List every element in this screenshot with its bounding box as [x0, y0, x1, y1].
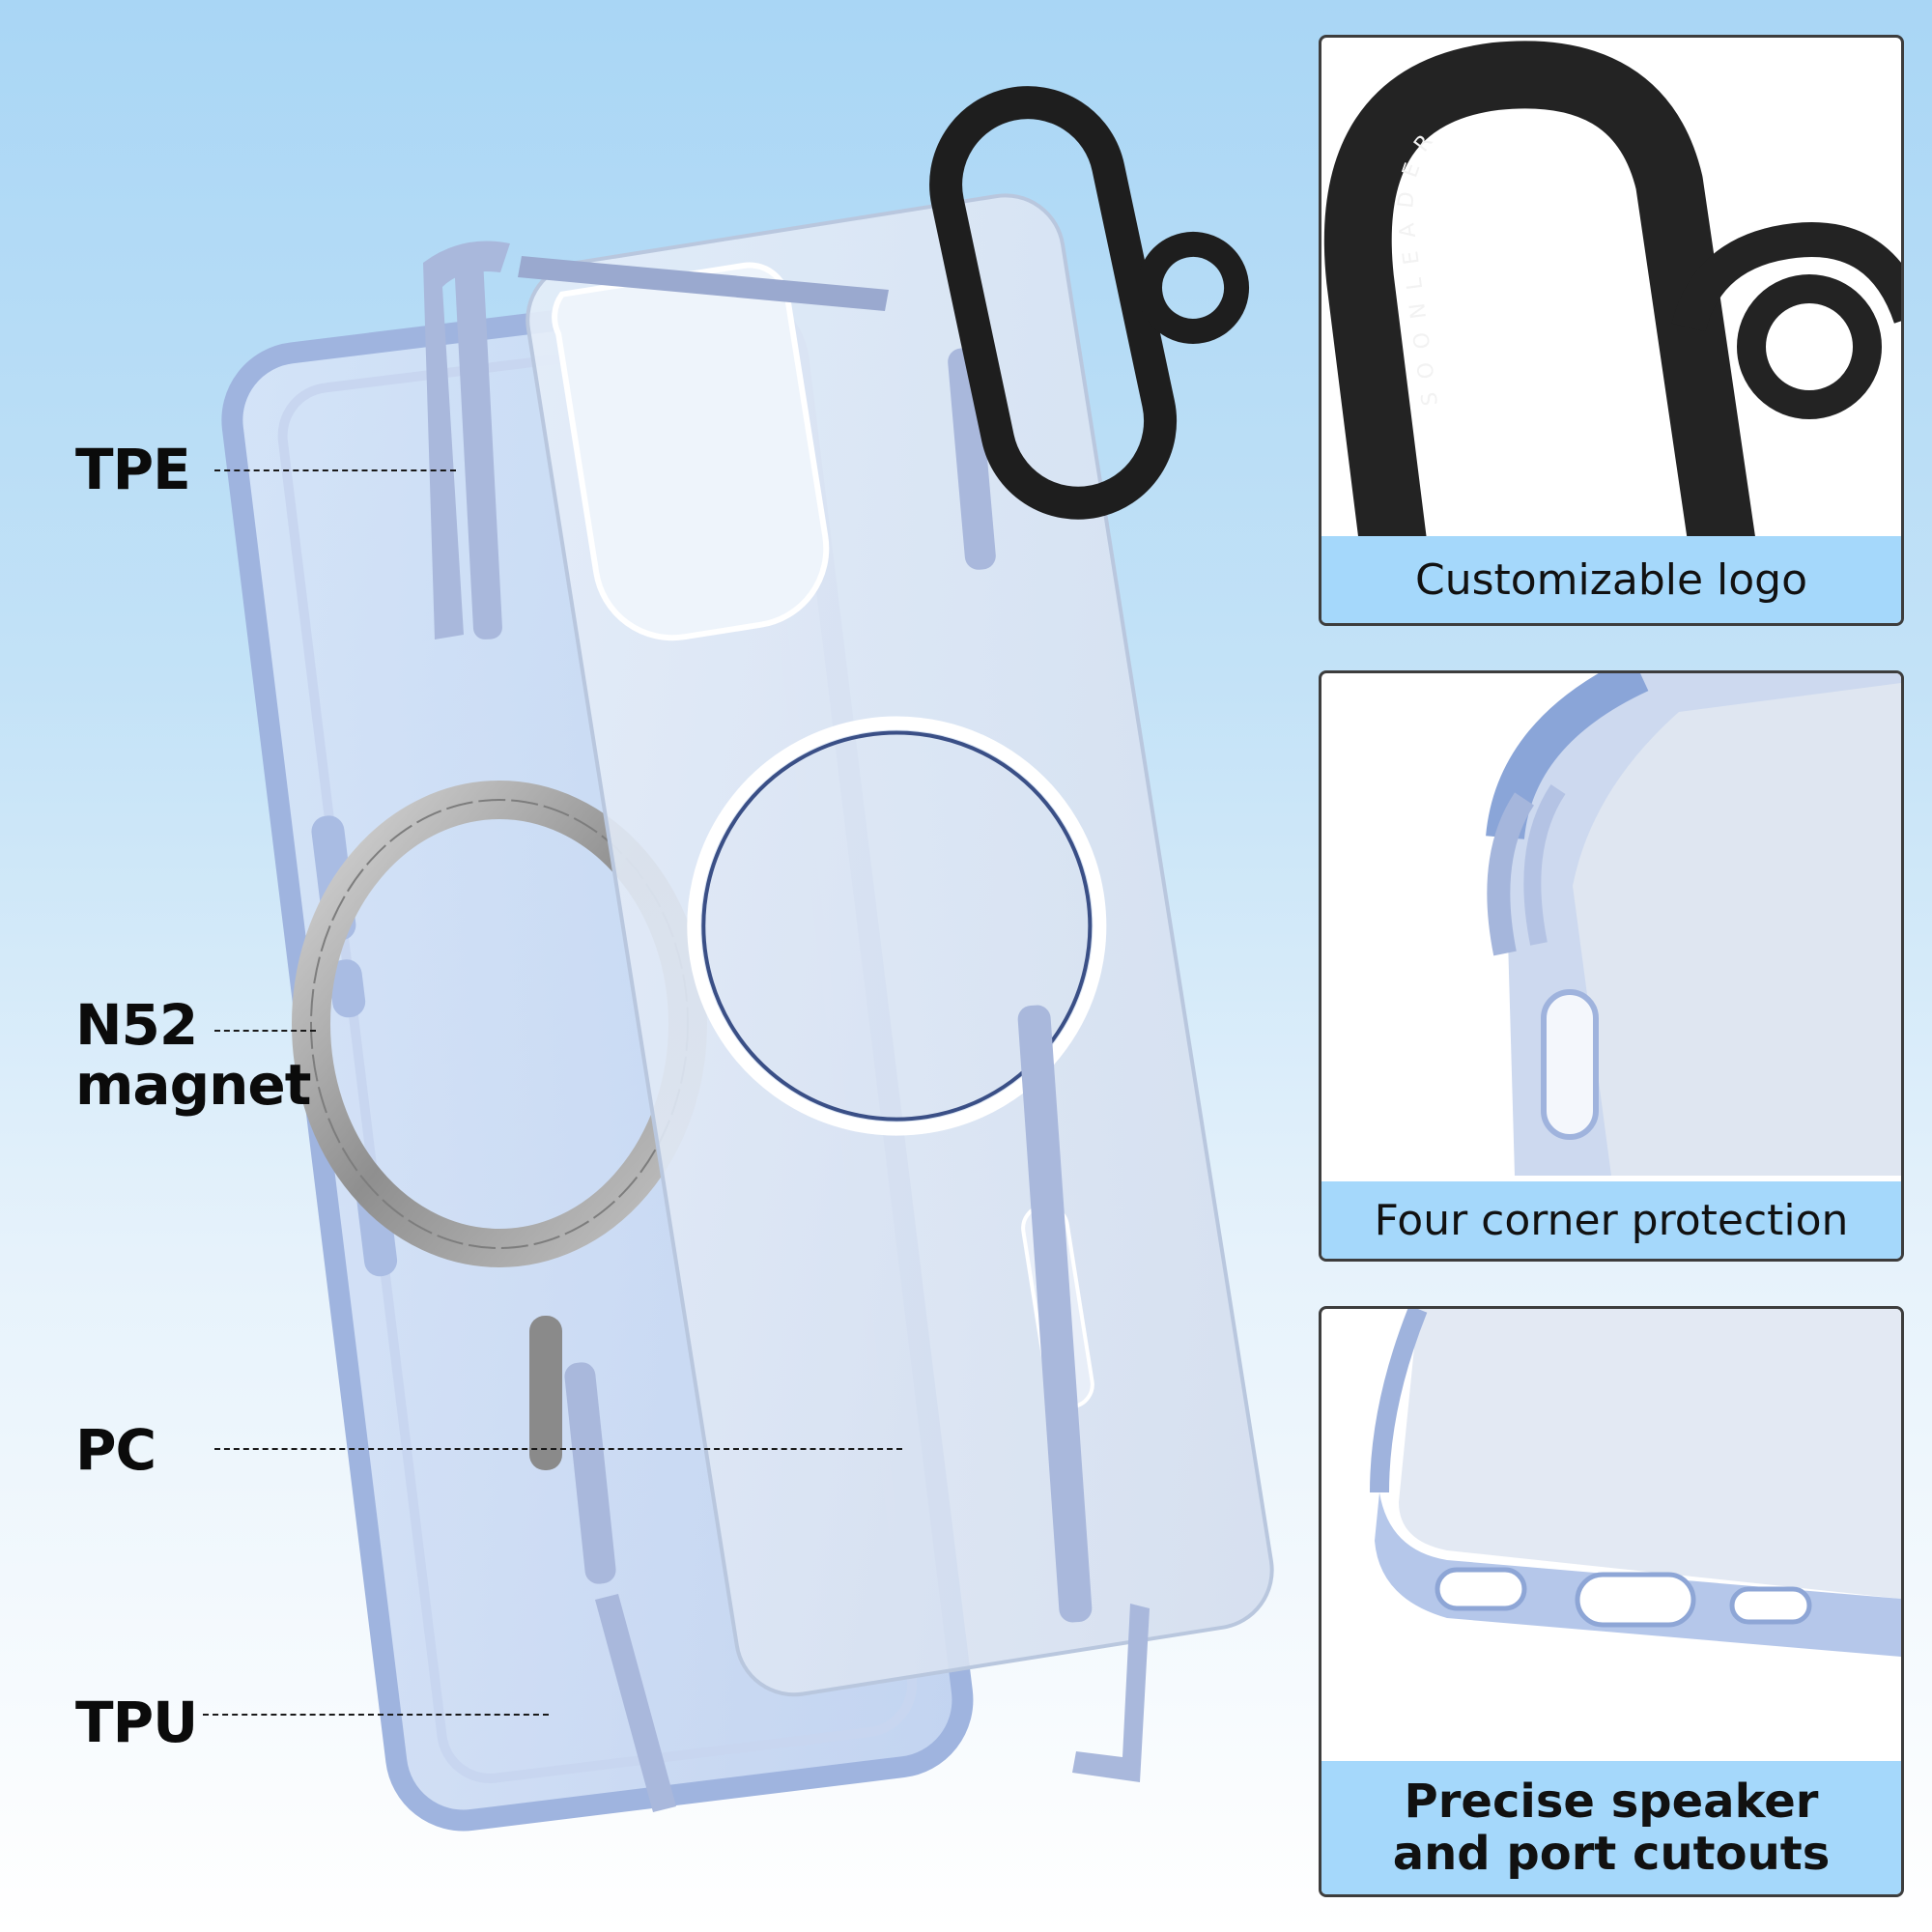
caption-speaker-port-cutouts: Precise speaker and port cutouts [1321, 1761, 1901, 1894]
lens-ring [929, 86, 1250, 520]
caption-speaker-line1: Precise speaker [1404, 1775, 1819, 1829]
leader-n52 [214, 1030, 316, 1032]
label-n52-magnet: N52 magnet [75, 992, 311, 1118]
pc-back-plate [526, 193, 1274, 1697]
corner-closeup [1486, 673, 1901, 1176]
leader-pc [214, 1448, 902, 1450]
leader-tpe [214, 469, 456, 471]
port-closeup [1370, 1309, 1901, 1657]
label-n52-line1: N52 [75, 992, 198, 1058]
panel-speaker-port-cutouts: Precise speaker and port cutouts [1319, 1306, 1904, 1897]
exploded-case-illustration [221, 86, 1274, 1832]
tpe-strips [423, 241, 1150, 1812]
caption-customizable-logo: Customizable logo [1321, 536, 1901, 623]
caption-four-corner-protection: Four corner protection [1321, 1181, 1901, 1259]
leader-tpu [203, 1714, 549, 1716]
label-tpu: TPU [75, 1690, 198, 1755]
caption-speaker-line2: and port cutouts [1392, 1827, 1831, 1881]
label-tpe: TPE [75, 437, 191, 502]
panel-customizable-logo: SOONLEADER Customizable logo [1319, 35, 1904, 626]
panel-four-corner-protection: Four corner protection [1319, 670, 1904, 1262]
logo-lens-ring-closeup: SOONLEADER [1323, 41, 1901, 540]
label-pc: PC [75, 1417, 156, 1483]
label-n52-line2: magnet [75, 1052, 311, 1118]
magnet-bar [529, 1316, 562, 1470]
